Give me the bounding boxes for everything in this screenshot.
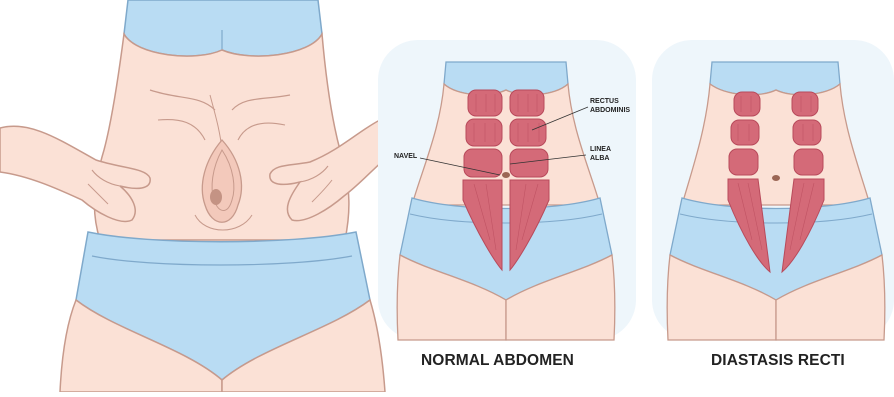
linea-alba-label-line1: LINEA [590,146,611,153]
rectus-abdominis-label-line1: RECTUS [590,98,619,105]
diastasis-recti-caption: DIASTASIS RECTI [711,352,845,370]
normal-abdomen-caption: NORMAL ABDOMEN [421,352,574,370]
normal-navel-mark [502,172,510,178]
postpartum-torso-figure [0,0,385,392]
navel-label: NAVEL [394,153,418,160]
linea-alba-label-line2: ALBA [590,155,609,162]
diastasis-navel-mark [772,175,780,181]
diastasis-recti-panel [652,40,894,340]
rectus-abdominis-label-line2: ABDOMINIS [590,107,630,114]
normal-abdomen-panel: RECTUS ABDOMINIS LINEA ALBA NAVEL [378,40,636,340]
